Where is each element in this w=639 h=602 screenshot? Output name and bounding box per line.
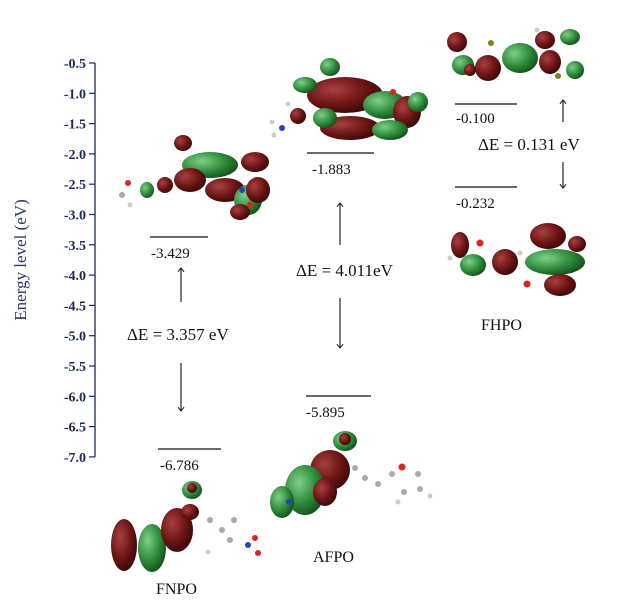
y-tick-label: -1.5	[64, 118, 86, 133]
afpo-gap: ΔE = 4.011eV	[296, 261, 394, 280]
afpo-group: -1.883 ΔE = 4.011eV -5.895 AFPO	[269, 58, 433, 566]
fnpo-homo-value: -6.786	[160, 458, 199, 474]
fhpo-group: -0.100 ΔE = 0.131 eV -0.232 FHPO	[447, 27, 586, 334]
afpo-homo-orbital-icon	[270, 431, 433, 518]
fhpo-lumo-orbital-icon	[447, 27, 584, 81]
fhpo-homo-value: -0.232	[456, 196, 495, 212]
y-tick-label: -2.0	[64, 148, 86, 163]
fhpo-gap: ΔE = 0.131 eV	[478, 135, 580, 154]
y-tick-label: -6.0	[64, 390, 86, 405]
y-tick-label: -6.5	[64, 421, 86, 436]
fnpo-name: FNPO	[156, 581, 197, 598]
fhpo-homo-orbital-icon	[447, 223, 586, 296]
y-tick-label: -4.5	[64, 299, 86, 314]
y-tick-label: -7.0	[64, 451, 86, 466]
y-tick-label: -5.5	[64, 360, 86, 375]
y-tick-label: -4.0	[64, 269, 86, 284]
afpo-name: AFPO	[313, 549, 354, 566]
fhpo-name: FHPO	[481, 317, 522, 334]
y-tick-label: -3.0	[64, 209, 86, 224]
y-tick-label: -0.5	[64, 57, 86, 72]
fnpo-lumo-orbital-icon	[119, 135, 270, 220]
y-tick-label: -5.0	[64, 330, 86, 345]
y-tick-label: -2.5	[64, 178, 86, 193]
afpo-lumo-value: -1.883	[312, 162, 351, 178]
fnpo-group: -3.429 ΔE = 3.357 eV -6.786 FNPO	[111, 135, 270, 598]
y-axis-ticks: -0.5 -1.0 -1.5 -2.0 -2.5 -3.0 -3.5 -4.0 -4.5 -5.0…	[64, 57, 95, 466]
fhpo-lumo-value: -0.100	[456, 111, 495, 127]
afpo-homo-value: -5.895	[306, 405, 345, 421]
y-tick-label: -3.5	[64, 239, 86, 254]
fnpo-lumo-value: -3.429	[151, 246, 190, 262]
y-axis-label: Energy level (eV)	[11, 199, 30, 320]
y-tick-label: -1.0	[64, 87, 86, 102]
fnpo-gap: ΔE = 3.357 eV	[127, 325, 229, 344]
y-axis: -0.5 -1.0 -1.5 -2.0 -2.5 -3.0 -3.5 -4.0 -4.5 -5.0…	[11, 57, 96, 466]
fnpo-homo-orbital-icon	[111, 481, 261, 572]
afpo-lumo-orbital-icon	[269, 58, 428, 140]
